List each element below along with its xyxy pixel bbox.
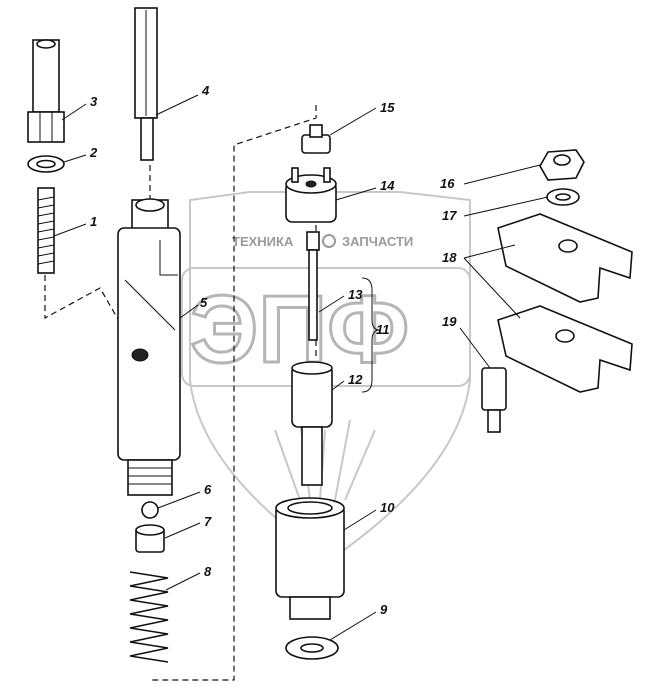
callout-5: 5 bbox=[200, 295, 208, 310]
part-14-guide-plate bbox=[285, 167, 337, 223]
assembly-guide-left bbox=[44, 275, 131, 341]
watermark-brand-left: ТЕХНИКА bbox=[232, 234, 294, 249]
callout-9: 9 bbox=[380, 602, 388, 617]
bracket-11 bbox=[361, 277, 381, 393]
callout-10: 10 bbox=[380, 500, 395, 515]
callout-14: 14 bbox=[380, 178, 395, 193]
callout-4: 4 bbox=[201, 83, 210, 98]
callout-8: 8 bbox=[204, 564, 212, 579]
part-1-threaded-stud bbox=[37, 187, 55, 274]
part-18-clamp-lower bbox=[497, 305, 633, 393]
watermark-gear-icon bbox=[322, 234, 336, 248]
part-2-washer bbox=[27, 155, 65, 173]
part-6-ball bbox=[141, 501, 159, 519]
part-16-nut bbox=[539, 149, 585, 181]
part-12-nozzle-body bbox=[291, 361, 333, 486]
part-19-stud bbox=[481, 367, 507, 433]
part-5-injector-body bbox=[117, 198, 181, 496]
part-8-spring bbox=[129, 571, 169, 663]
callout-6: 6 bbox=[204, 482, 212, 497]
callout-2: 2 bbox=[89, 145, 98, 160]
part-9-washer bbox=[285, 636, 339, 660]
callout-16: 16 bbox=[440, 176, 455, 191]
callout-11: 11 bbox=[376, 322, 390, 337]
part-15-cap bbox=[301, 124, 331, 154]
watermark-brand-right: ЗАПЧАСТИ bbox=[342, 234, 413, 249]
leader-lines bbox=[53, 94, 549, 641]
callout-15: 15 bbox=[380, 100, 395, 115]
part-7-spring-seat bbox=[135, 524, 165, 553]
callout-7: 7 bbox=[204, 514, 212, 529]
callout-12: 12 bbox=[348, 372, 363, 387]
part-18-clamp-upper bbox=[497, 213, 633, 303]
callout-19: 19 bbox=[442, 314, 457, 329]
part-13-needle bbox=[306, 231, 320, 341]
callout-3: 3 bbox=[90, 94, 98, 109]
part-4-push-rod bbox=[134, 7, 158, 161]
part-17-washer bbox=[546, 188, 580, 206]
callout-labels: 3 2 1 4 5 6 7 8 9 10 11 12 13 14 15 16 1… bbox=[89, 83, 457, 617]
assembly-guide-right bbox=[150, 105, 317, 681]
callout-1: 1 bbox=[90, 214, 97, 229]
part-3-fitting bbox=[27, 39, 65, 143]
callout-18: 18 bbox=[442, 250, 457, 265]
callout-17: 17 bbox=[442, 208, 457, 223]
part-10-nozzle-nut bbox=[275, 497, 345, 620]
watermark-wheat-icon bbox=[274, 419, 376, 501]
callout-13: 13 bbox=[348, 287, 363, 302]
